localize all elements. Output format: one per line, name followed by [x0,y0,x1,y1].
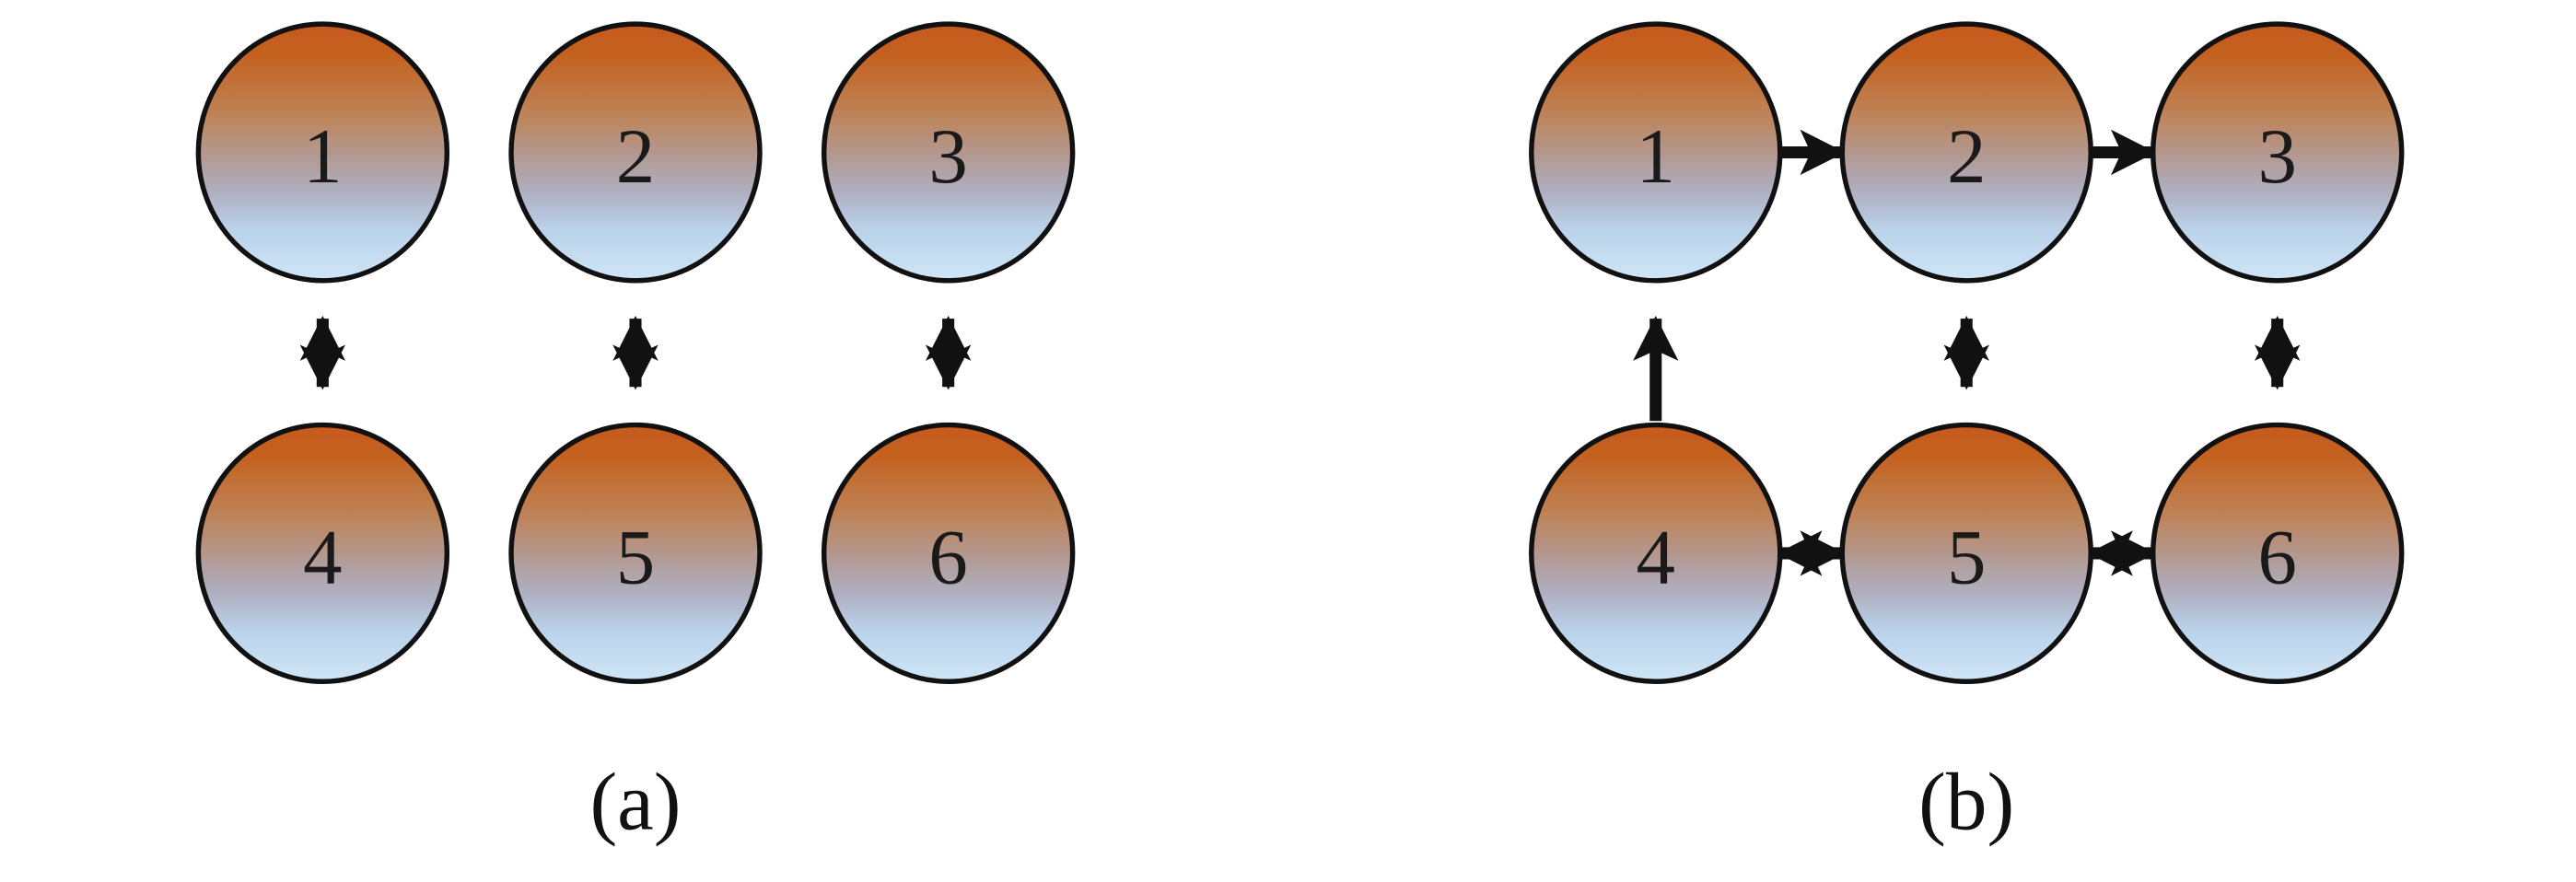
node-5-label: 5 [616,514,655,600]
panel-a-caption: (a) [589,756,681,847]
panel-a: 1 2 3 4 5 [0,0,1271,882]
node-5-label: 5 [1947,514,1986,600]
panel-b-canvas: 1 2 3 4 5 [1529,21,2405,847]
node-5[interactable]: 5 [1839,422,2093,684]
panel-b-nodes: 1 2 3 4 5 [1529,21,2405,684]
node-3-label: 3 [2257,113,2296,200]
node-3[interactable]: 3 [2150,21,2405,284]
node-3-label: 3 [928,113,967,200]
node-2[interactable]: 2 [508,21,763,284]
node-4[interactable]: 4 [195,422,450,684]
node-4[interactable]: 4 [1529,422,1783,684]
panel-b-caption: (b) [1918,756,2014,847]
panel-b-edges [1633,129,2301,576]
node-2[interactable]: 2 [1839,21,2093,284]
node-5[interactable]: 5 [508,422,763,684]
node-6[interactable]: 6 [821,422,1076,684]
node-2-label: 2 [1947,113,1986,200]
panel-a-canvas: 1 2 3 4 5 [195,21,1076,847]
node-2-label: 2 [616,113,655,200]
node-6-label: 6 [2257,514,2296,600]
node-3[interactable]: 3 [821,21,1076,284]
node-1[interactable]: 1 [195,21,450,284]
node-4-label: 4 [303,514,342,600]
node-6[interactable]: 6 [2150,422,2405,684]
node-1-label: 1 [1637,113,1675,200]
node-1-label: 1 [303,113,342,200]
node-6-label: 6 [928,514,967,600]
panel-a-nodes: 1 2 3 4 5 [195,21,1076,684]
node-1[interactable]: 1 [1529,21,1783,284]
node-4-label: 4 [1637,514,1675,600]
panel-b: 1 2 3 4 5 [1363,0,2576,882]
